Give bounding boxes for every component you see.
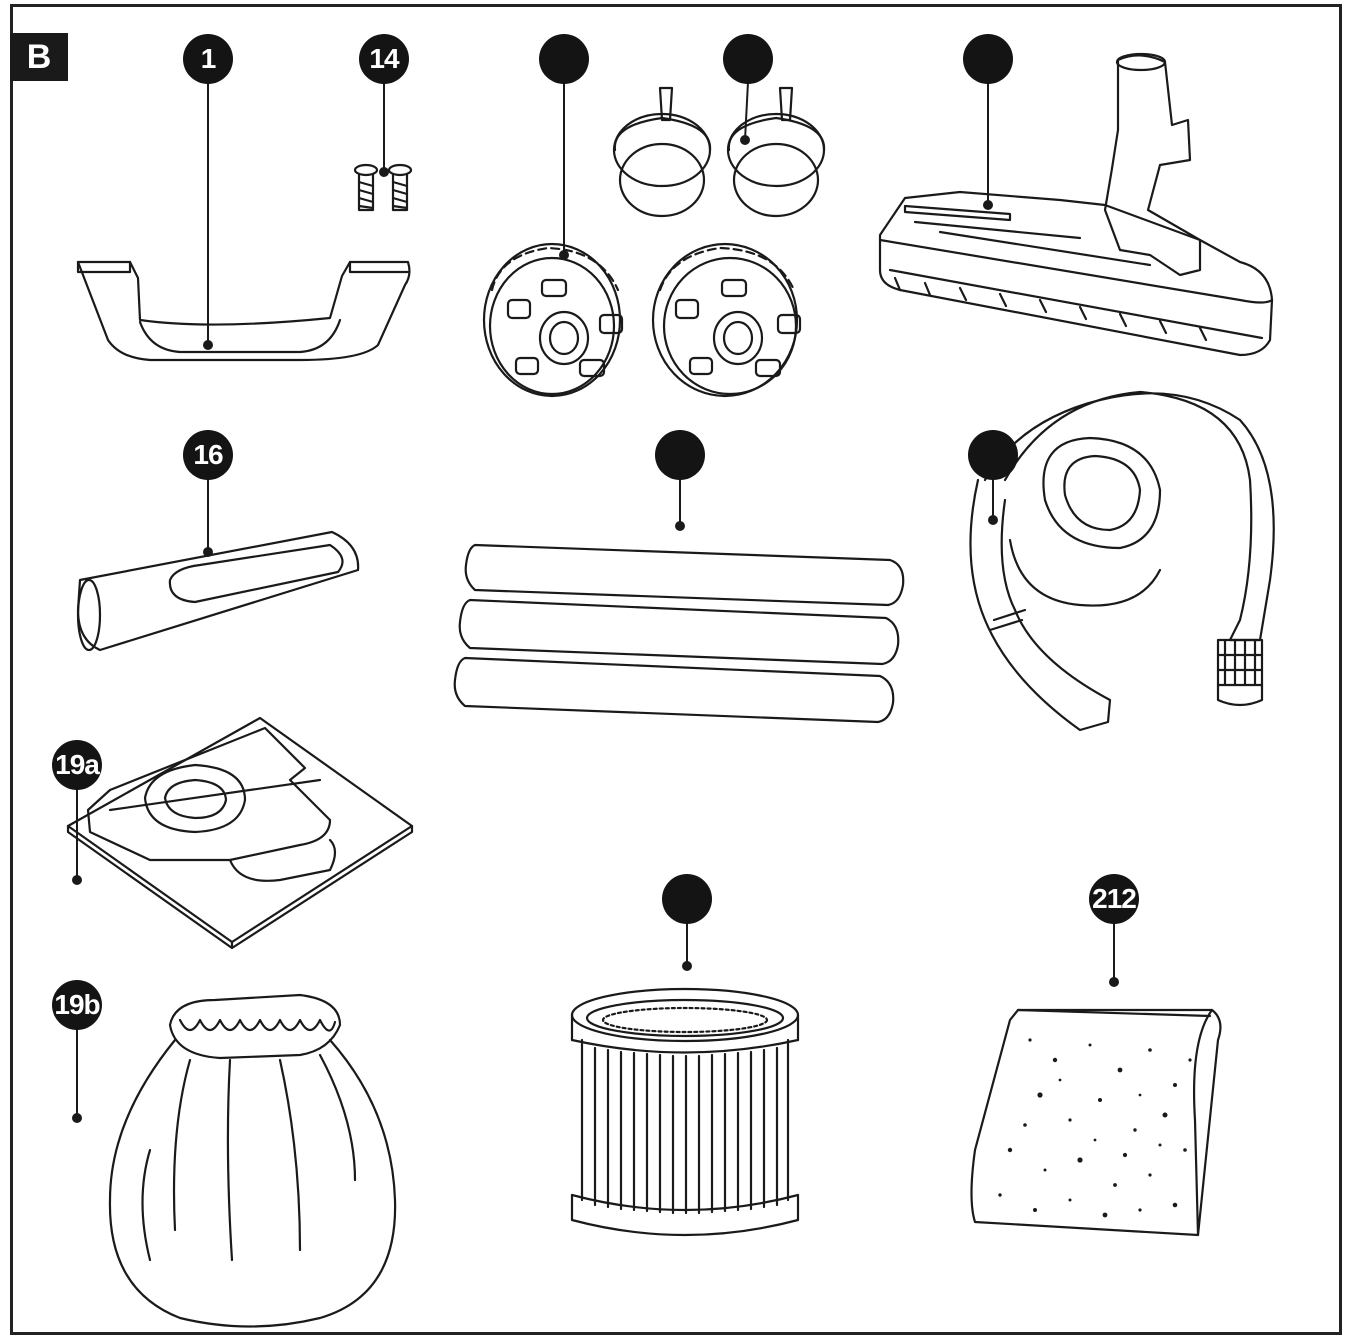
callout-foam-filter: 212 (1089, 874, 1139, 924)
callout-cloth-bag: 19b (52, 980, 102, 1030)
callout-extension-tubes (655, 430, 705, 480)
callout-screws: 14 (359, 34, 409, 84)
leader-dots (72, 135, 1119, 1123)
callout-floor-nozzle (963, 34, 1013, 84)
paper-bag-part (66, 716, 414, 950)
section-label: B (10, 33, 68, 81)
extension-tubes-part (453, 543, 905, 724)
wheels-part (482, 242, 802, 398)
casters-part (612, 86, 826, 218)
crevice-tool-part (76, 530, 360, 652)
leader-lines (76, 81, 1115, 1119)
callout-crevice-tool: 16 (183, 430, 233, 480)
floor-nozzle-part (878, 52, 1274, 357)
cloth-bag-part (108, 993, 397, 1328)
callout-handle: 1 (183, 34, 233, 84)
screws-part (353, 163, 413, 212)
callout-rear-wheels (539, 34, 589, 84)
cartridge-filter-part (570, 987, 800, 1237)
callout-casters (723, 34, 773, 84)
callout-paper-bag: 19a (52, 740, 102, 790)
diagram-frame (10, 4, 1342, 1335)
foam-filter-part (970, 1008, 1222, 1237)
handle-part (76, 260, 411, 362)
callout-cartridge-filter (662, 874, 712, 924)
callout-hose (968, 430, 1018, 480)
hose-part (969, 390, 1275, 732)
